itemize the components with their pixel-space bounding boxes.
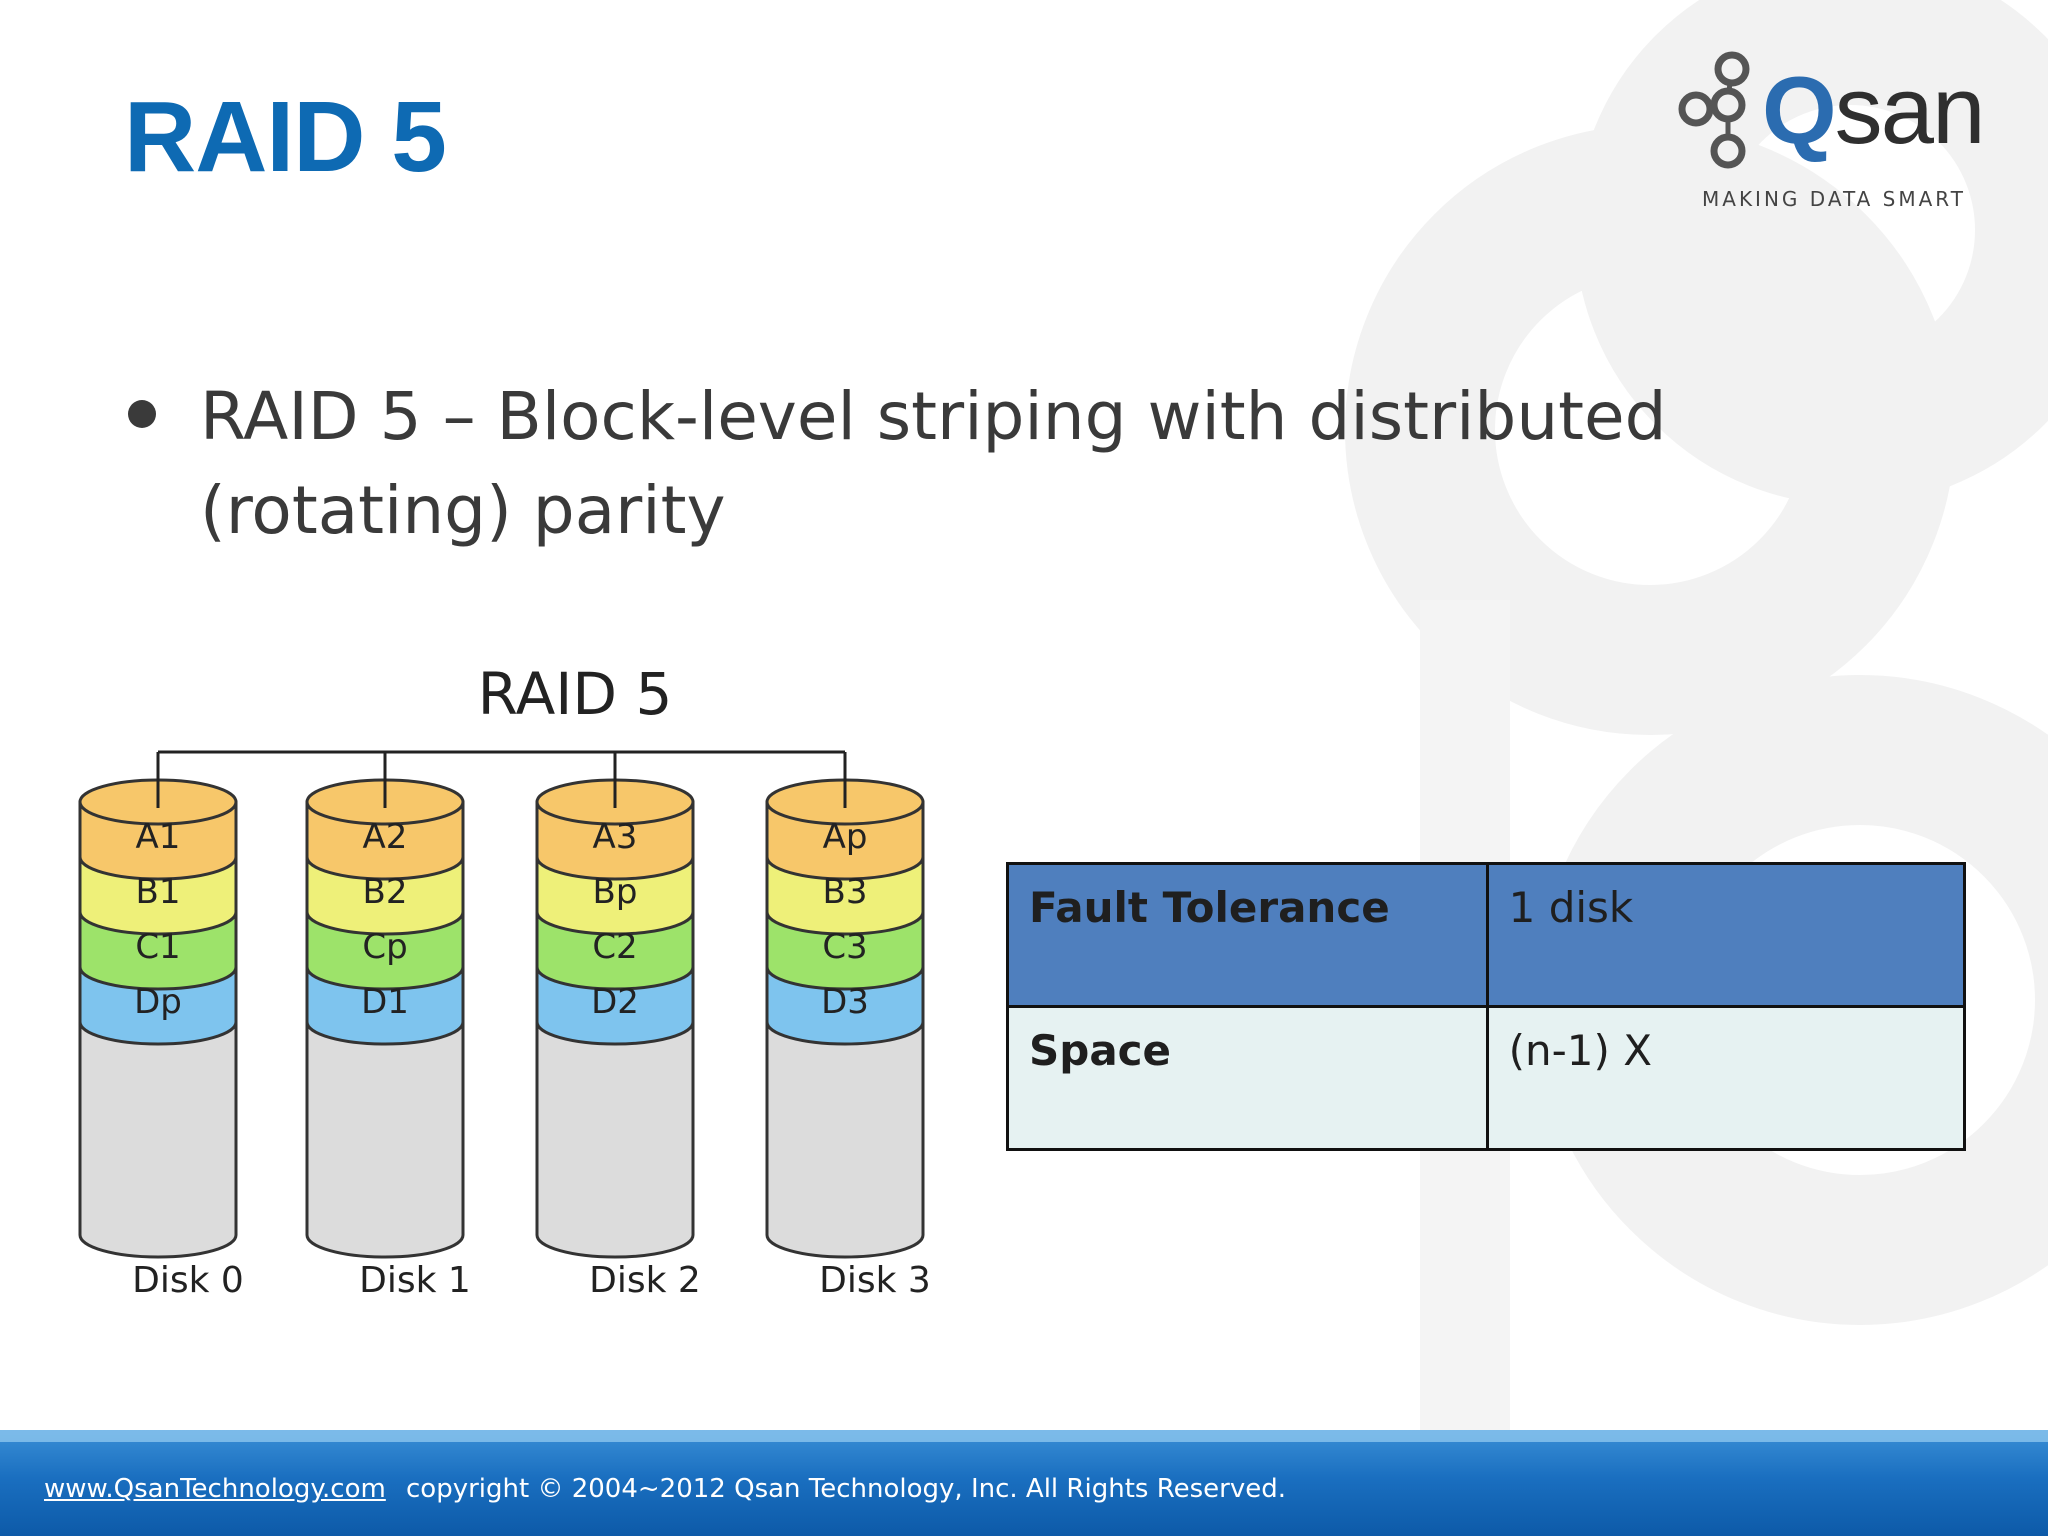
block-label: Dp: [134, 982, 182, 1022]
qsan-logo: Qsan MAKING DATA SMART: [1670, 45, 2010, 220]
table-row-space: Space (n-1) X: [1006, 1005, 1967, 1151]
table-cell-label: Fault Tolerance: [1006, 862, 1489, 1008]
block-label: B1: [136, 872, 181, 912]
disk-label-2: Disk 2: [589, 1260, 701, 1301]
table-cell-value: 1 disk: [1485, 862, 1967, 1008]
block-label: C2: [592, 927, 637, 967]
footer-shine: [0, 1430, 2048, 1442]
footer-bar: www.QsanTechnology.com copyright © 2004~…: [0, 1430, 2048, 1536]
block-label: C1: [135, 927, 180, 967]
logo-wordmark: Qsan: [1762, 57, 1985, 164]
website-link[interactable]: www.QsanTechnology.com: [44, 1474, 386, 1504]
logo-circles-icon: [1678, 51, 1750, 169]
block-label: D3: [821, 982, 869, 1022]
block-label: Ap: [823, 817, 868, 857]
disk-label-1: Disk 1: [359, 1260, 471, 1301]
block-label: A2: [363, 817, 408, 857]
block-label: B2: [363, 872, 408, 912]
block-label: B3: [823, 872, 868, 912]
block-label: Bp: [593, 872, 638, 912]
block-label: C3: [822, 927, 867, 967]
diagram-title: RAID 5: [477, 660, 673, 728]
slide-title: RAID 5: [124, 81, 447, 193]
block-label: D2: [591, 982, 639, 1022]
block-label: A3: [593, 817, 638, 857]
bullet-dot-icon: [128, 400, 156, 428]
raid-info-table: Fault Tolerance 1 disk Space (n-1) X: [1006, 862, 1967, 1151]
block-label: A1: [136, 817, 181, 857]
table-row-fault-tolerance: Fault Tolerance 1 disk: [1006, 862, 1967, 1008]
block-label: D1: [361, 982, 409, 1022]
disk-label-3: Disk 3: [819, 1260, 931, 1301]
block-label: Cp: [362, 927, 407, 967]
table-cell-label: Space: [1006, 1005, 1489, 1151]
logo-tagline: MAKING DATA SMART: [1702, 187, 1966, 211]
copyright-text: copyright © 2004~2012 Qsan Technology, I…: [406, 1474, 1286, 1504]
disk-label-0: Disk 0: [132, 1260, 244, 1301]
table-cell-value: (n-1) X: [1485, 1005, 1967, 1151]
bullet-text: RAID 5 – Block-level striping with distr…: [200, 378, 1667, 549]
